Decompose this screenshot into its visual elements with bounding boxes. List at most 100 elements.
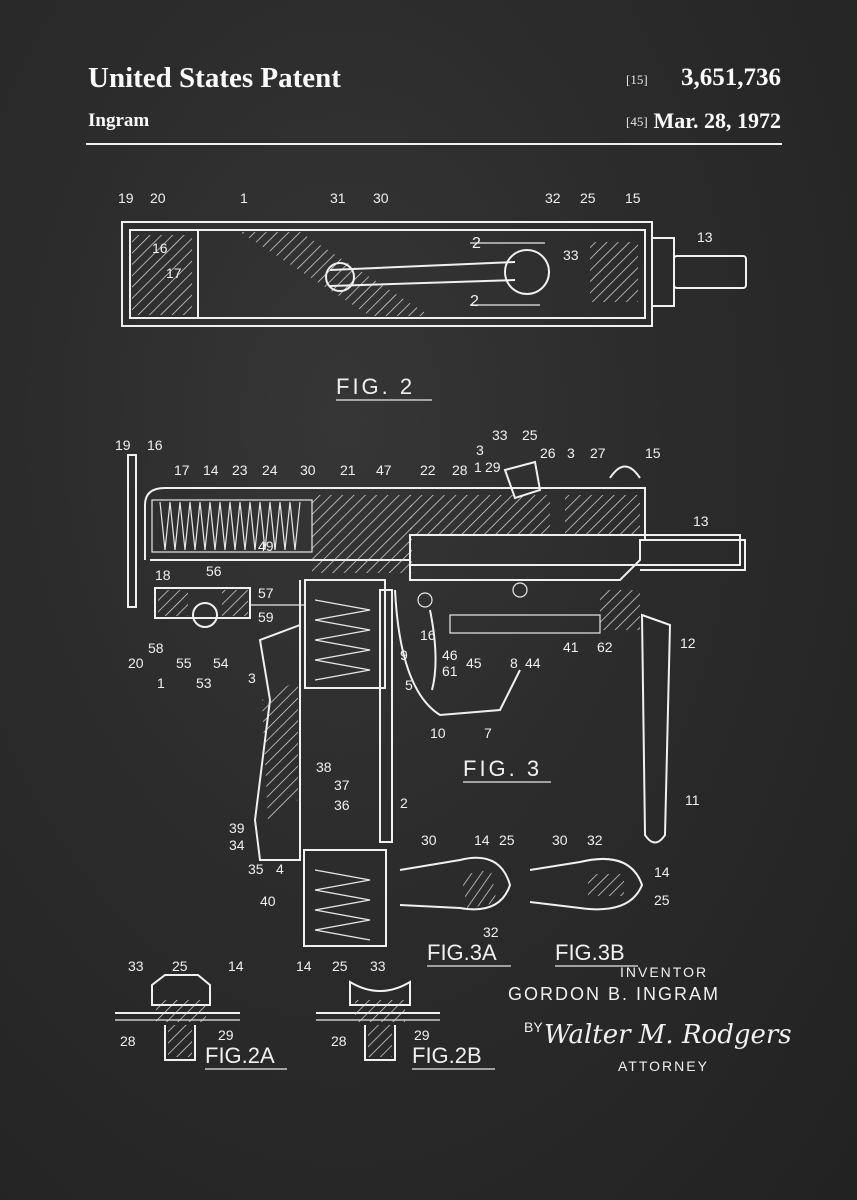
reference-number: 55: [176, 655, 192, 671]
header-rule: [86, 143, 782, 145]
reference-number: 15: [645, 445, 661, 461]
inventor-full-name: GORDON B. INGRAM: [508, 984, 720, 1004]
fig3-receiver-lower: [150, 539, 746, 581]
reference-number: 25: [499, 832, 515, 848]
fig2-inner-outline: [129, 229, 646, 319]
fig2-label-group: 19 20 1 31 30 32 25 15 16 17 2 33 2 13: [118, 190, 713, 310]
reference-number: 41: [563, 639, 579, 655]
fig2-barrel: [673, 255, 747, 289]
fig3b-outline: [529, 857, 644, 911]
reference-number: 27: [590, 445, 606, 461]
reference-number: 15: [625, 190, 641, 206]
reference-number: 30: [373, 190, 389, 206]
fig3b-hatch: [588, 874, 624, 896]
fig2a-caption: FIG.2A: [205, 1043, 275, 1068]
reference-number: 13: [697, 229, 713, 245]
fig3-mag-spring-upper: [314, 599, 371, 681]
reference-number: 39: [229, 820, 245, 836]
fig3-caption: FIG. 3: [463, 756, 542, 781]
reference-number: 7: [484, 725, 492, 741]
reference-number: 8: [510, 655, 518, 671]
fig3-stock-plate: [127, 454, 137, 608]
fig3-front-block-hatch: [565, 495, 640, 535]
fig2a-stem: [164, 1025, 196, 1061]
reference-number: 2: [470, 293, 479, 310]
fig2b-drawing: [316, 980, 440, 1061]
reference-number: 29: [218, 1027, 234, 1043]
reference-number: 33: [492, 427, 508, 443]
reference-number: 36: [334, 797, 350, 813]
fig3-magazine-side: [379, 589, 393, 843]
fig3-folding-lever: [640, 613, 672, 844]
reference-number: 5: [405, 677, 413, 693]
reference-number: 53: [196, 675, 212, 691]
reference-number: 32: [545, 190, 561, 206]
reference-number: 61: [442, 663, 458, 679]
reference-number: 22: [420, 462, 436, 478]
fig3-cocking-knob: [503, 460, 542, 500]
reference-number: 37: [334, 777, 350, 793]
fig3-bolt-front-hatch: [410, 495, 550, 535]
reference-number: 25: [332, 958, 348, 974]
reference-number: 9: [400, 647, 408, 663]
fig3a-outline: [399, 856, 512, 911]
patent-inventor: Ingram: [88, 110, 150, 131]
reference-number: 44: [525, 655, 541, 671]
fig2-slot: [329, 261, 516, 287]
fig3-sear-bar: [449, 614, 601, 634]
reference-number: 49: [258, 538, 274, 554]
fig2-caption: FIG. 2: [336, 374, 415, 399]
fig3b-caption: FIG.3B: [555, 940, 625, 965]
reference-number: 2: [400, 795, 408, 811]
fig3-mag-spring-lower: [314, 869, 371, 941]
fig3-grip: [253, 580, 301, 861]
reference-number: 21: [340, 462, 356, 478]
reference-number: 46: [442, 647, 458, 663]
reference-number: 31: [330, 190, 346, 206]
reference-number: 35: [248, 861, 264, 877]
reference-number: 13: [693, 513, 709, 529]
fig3-bolt-hatch: [312, 495, 412, 573]
reference-number: 3: [476, 442, 484, 458]
fig2-front-hatch: [590, 242, 638, 302]
reference-number: 28: [331, 1033, 347, 1049]
reference-number: 32: [587, 832, 603, 848]
fig3-magazine-base: [303, 849, 387, 947]
reference-number: 1: [474, 459, 482, 475]
fig3a-label-group: 30 14 25 32: [421, 832, 515, 940]
reference-number: 20: [150, 190, 166, 206]
reference-number: 25: [172, 958, 188, 974]
fig3-magazine-well: [304, 579, 386, 689]
reference-number: 25: [580, 190, 596, 206]
fig2-endcap-hatch: [132, 235, 192, 315]
fig2a-knob: [151, 974, 211, 1006]
fig2a-label-group: 33 25 14 28 29: [120, 958, 244, 1049]
reference-number: 33: [128, 958, 144, 974]
reference-number: 12: [680, 635, 696, 651]
reference-number: 24: [262, 462, 278, 478]
fig3a-caption: FIG.3A: [427, 940, 497, 965]
reference-number: 14: [474, 832, 490, 848]
reference-number: 26: [540, 445, 556, 461]
reference-number: 38: [316, 759, 332, 775]
reference-number: 16: [147, 437, 163, 453]
reference-number: 3: [248, 670, 256, 686]
code-date: [45]: [626, 114, 648, 129]
reference-number: 16: [420, 627, 436, 643]
reference-number: 1: [157, 675, 165, 691]
fig3a-drawing: [399, 856, 512, 911]
reference-number: 25: [654, 892, 670, 908]
reference-number: 10: [430, 725, 446, 741]
fig2-diagonal-hatch: [240, 232, 430, 316]
reference-number: 3: [567, 445, 575, 461]
patent-number: 3,651,736: [681, 64, 781, 91]
reference-number: 33: [563, 247, 579, 263]
reference-number: 14: [654, 864, 670, 880]
reference-number: 19: [118, 190, 134, 206]
reference-number: 28: [120, 1033, 136, 1049]
reference-number: 30: [552, 832, 568, 848]
reference-number: 62: [597, 639, 613, 655]
fig3b-drawing: [529, 857, 644, 911]
reference-number: 30: [421, 832, 437, 848]
reference-number: 14: [203, 462, 219, 478]
